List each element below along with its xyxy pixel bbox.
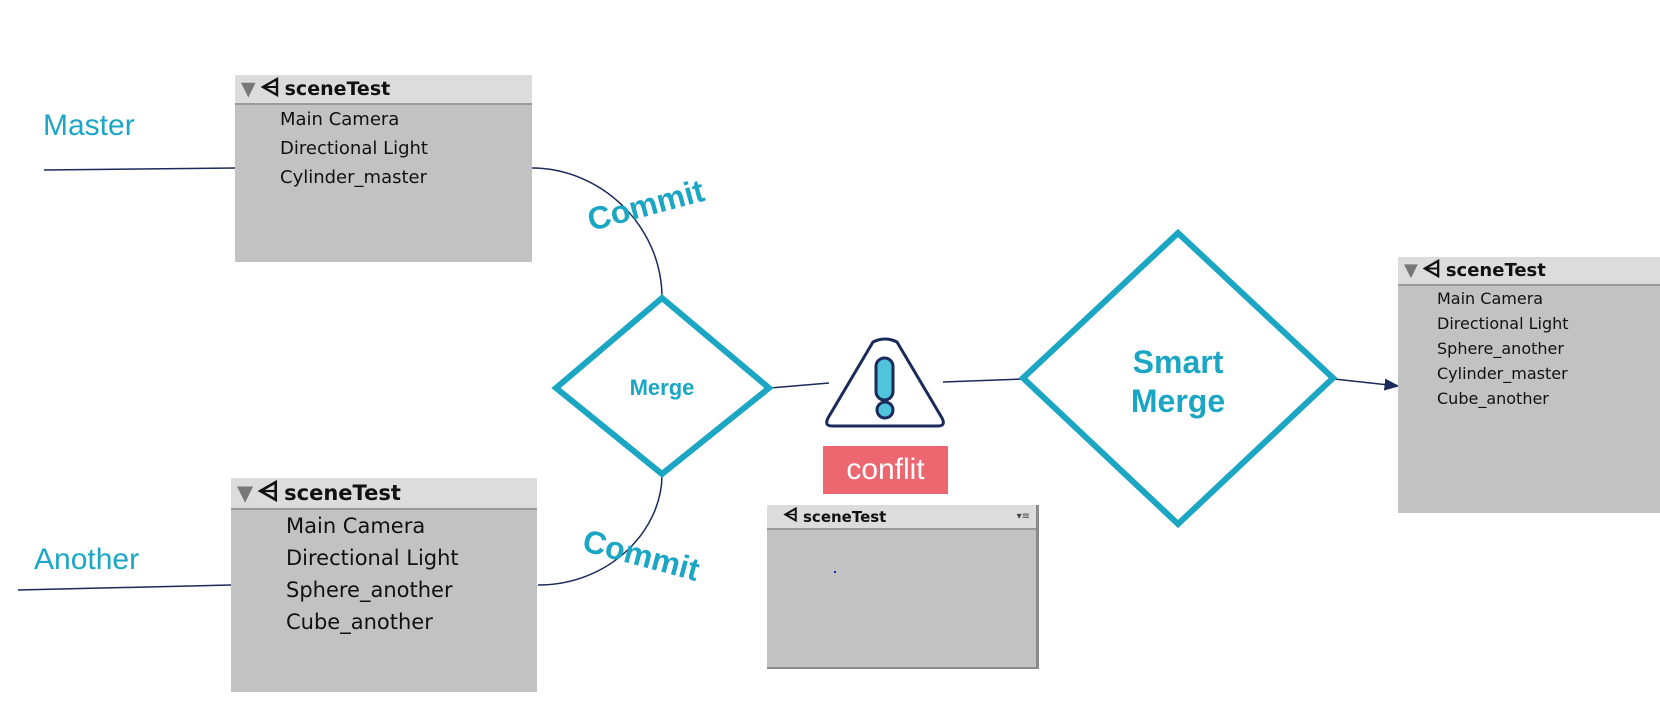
triangle-down-icon[interactable]: ▼ <box>1404 260 1418 281</box>
another-branch-line <box>17 584 232 591</box>
warning-icon <box>825 337 945 428</box>
merge-label: Merge <box>630 375 695 400</box>
panel-title: sceneTest <box>284 481 401 505</box>
commit-arc-bottom <box>537 474 663 586</box>
triangle-down-icon[interactable]: ▼ <box>237 481 254 505</box>
panel-title: sceneTest <box>284 78 391 100</box>
master-branch-line <box>43 167 237 171</box>
panel-header: ▼ sceneTest <box>1398 257 1660 286</box>
conflict-scene-panel: sceneTest ▾≡ <box>767 505 1039 669</box>
list-item[interactable]: Cube_another <box>1437 389 1549 408</box>
warning-to-smart-merge-line <box>942 378 1024 383</box>
list-item[interactable]: Main Camera <box>286 514 426 538</box>
smart-merge-label-line2: Merge <box>1131 383 1225 419</box>
list-item[interactable]: Directional Light <box>280 138 428 159</box>
panel-header: ▼ sceneTest <box>235 75 532 105</box>
conflict-badge: conflit <box>823 446 948 494</box>
smart-merge-to-result-arrow <box>1333 378 1400 391</box>
unity-icon <box>257 479 279 507</box>
another-scene-panel: ▼ sceneTest Main Camera Directional Ligh… <box>231 478 537 692</box>
list-item[interactable]: Cylinder_master <box>280 167 428 188</box>
commit-arc-top <box>531 167 663 299</box>
list-item[interactable]: Main Camera <box>1437 289 1544 308</box>
unity-icon <box>783 506 798 526</box>
result-scene-panel: ▼ sceneTest Main Camera Directional Ligh… <box>1398 257 1660 513</box>
unity-icon <box>1422 258 1441 283</box>
merge-node <box>551 294 774 478</box>
commit-label-top: Commit <box>584 172 709 238</box>
hierarchy-list: Main Camera Directional Light Sphere_ano… <box>1398 286 1660 411</box>
master-scene-panel: ▼ sceneTest Main Camera Directional Ligh… <box>235 75 532 262</box>
list-item[interactable]: Directional Light <box>1437 314 1569 333</box>
branch-label-master: Master <box>43 109 135 142</box>
branch-label-another: Another <box>34 543 140 576</box>
smart-merge-node <box>1018 228 1338 529</box>
list-item[interactable]: Cube_another <box>286 610 433 634</box>
commit-label-bottom: Commit <box>579 522 704 588</box>
list-item[interactable]: Main Camera <box>280 109 400 130</box>
cursor-dot <box>834 571 836 573</box>
hierarchy-list: Main Camera Directional Light Cylinder_m… <box>235 105 532 192</box>
panel-title: sceneTest <box>803 507 887 526</box>
list-item[interactable]: Cylinder_master <box>1437 364 1568 383</box>
unity-icon <box>260 76 280 102</box>
triangle-down-icon[interactable]: ▼ <box>241 78 256 100</box>
merge-to-warning-line <box>769 382 830 389</box>
panel-title: sceneTest <box>1445 260 1546 281</box>
list-item[interactable]: Directional Light <box>286 546 459 570</box>
list-item[interactable]: Sphere_another <box>286 578 453 602</box>
panel-header: ▼ sceneTest <box>231 478 537 510</box>
list-item[interactable]: Sphere_another <box>1437 339 1564 358</box>
menu-icon[interactable]: ▾≡ <box>1016 511 1030 522</box>
smart-merge-label-line1: Smart <box>1133 344 1224 380</box>
panel-header: sceneTest ▾≡ <box>767 505 1036 530</box>
hierarchy-list: Main Camera Directional Light Sphere_ano… <box>231 510 537 638</box>
